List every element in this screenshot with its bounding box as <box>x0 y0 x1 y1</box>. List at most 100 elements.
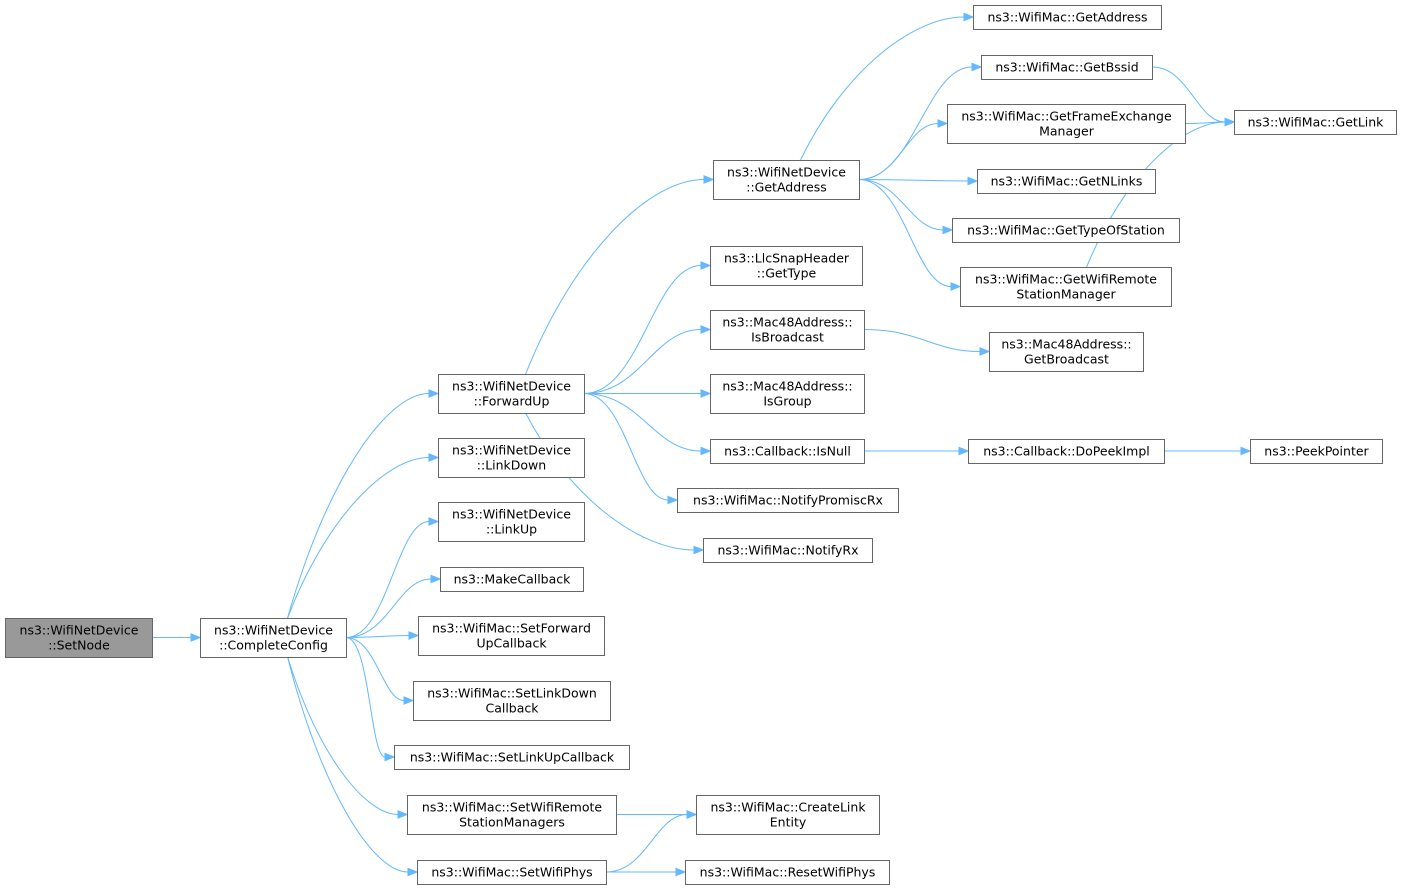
call-edge-forwardup-to-netdevice-getaddress <box>525 175 715 375</box>
node-label-line: ::ForwardUp <box>474 394 550 409</box>
call-edge-completeconfig-to-setlinkdowncallback <box>345 637 415 705</box>
call-edge-setwifiphys-to-resetwifiphys <box>606 867 687 877</box>
node-box <box>989 332 1144 372</box>
edge-arrowhead <box>403 696 415 705</box>
node-box <box>973 5 1162 30</box>
edge-line <box>287 656 399 815</box>
node-setlinkupcallback[interactable]: ns3::WifiMac::SetLinkUpCallback <box>394 745 630 770</box>
call-edge-completeconfig-to-linkdown <box>287 453 440 619</box>
call-edge-completeconfig-to-makecallback <box>345 574 442 638</box>
node-getnlinks[interactable]: ns3::WifiMac::GetNLinks <box>977 169 1156 194</box>
node-label-line: ns3::Mac48Address:: <box>722 379 852 394</box>
node-box <box>981 55 1153 80</box>
node-box <box>947 104 1186 144</box>
node-label-line: ::LinkUp <box>486 522 537 537</box>
node-label-line: ::GetType <box>757 266 817 281</box>
node-label-line: ns3::MakeCallback <box>454 572 572 587</box>
edge-arrowhead <box>703 175 715 184</box>
node-linkup[interactable]: ns3::WifiNetDevice::LinkUp <box>438 502 585 542</box>
edge-arrowhead <box>397 810 409 819</box>
edge-arrowhead <box>700 261 712 270</box>
edge-arrowhead <box>407 867 419 877</box>
node-forwardup[interactable]: ns3::WifiNetDevice::ForwardUp <box>438 374 585 414</box>
edge-line <box>583 265 702 394</box>
edge-arrowhead <box>937 119 949 128</box>
node-dopeekimpl[interactable]: ns3::Callback::DoPeekImpl <box>968 439 1165 464</box>
edge-arrowhead <box>963 12 975 22</box>
edge-line <box>858 179 952 287</box>
node-netdevice-getaddress[interactable]: ns3::WifiNetDevice::GetAddress <box>713 160 860 200</box>
node-label-line: ns3::WifiMac::SetForward <box>432 621 591 636</box>
call-edge-setnode-to-completeconfig <box>152 633 202 642</box>
call-edge-completeconfig-to-linkup <box>345 517 440 638</box>
node-label-line: UpCallback <box>476 636 547 651</box>
call-edge-completeconfig-to-setlinkupcallback <box>345 637 396 762</box>
edge-arrowhead <box>1224 117 1236 127</box>
node-label-line: ns3::WifiNetDevice <box>20 623 139 638</box>
node-box <box>677 488 899 513</box>
node-notifypromiscrx[interactable]: ns3::WifiMac::NotifyPromiscRx <box>677 488 899 513</box>
node-label-line: IsBroadcast <box>751 330 824 345</box>
node-getlink[interactable]: ns3::WifiMac::GetLink <box>1234 110 1397 135</box>
node-isnull[interactable]: ns3::Callback::IsNull <box>710 439 865 464</box>
node-label-line: GetBroadcast <box>1024 352 1109 367</box>
node-box <box>710 374 865 414</box>
edge-arrowhead <box>428 517 440 526</box>
node-box <box>438 374 585 414</box>
node-setwifiphys[interactable]: ns3::WifiMac::SetWifiPhys <box>417 860 607 885</box>
node-getbssid[interactable]: ns3::WifiMac::GetBssid <box>981 55 1153 80</box>
edge-arrowhead <box>700 325 712 334</box>
call-edge-netdevice-getaddress-to-getwifiremotestationmanager <box>858 179 962 291</box>
edge-line <box>287 393 430 619</box>
node-label-line: ns3::WifiMac::SetLinkUpCallback <box>410 750 615 765</box>
node-label-line: ns3::WifiMac::GetNLinks <box>991 174 1143 189</box>
node-mac-getaddress[interactable]: ns3::WifiMac::GetAddress <box>973 5 1162 30</box>
node-box <box>417 860 607 885</box>
call-edge-completeconfig-to-forwardup <box>287 389 440 619</box>
call-edge-completeconfig-to-setforwardupcallback <box>345 631 420 640</box>
call-edge-dopeekimpl-to-peekpointer <box>1163 446 1252 456</box>
node-box <box>5 618 153 658</box>
node-label-line: ns3::WifiMac::GetLink <box>1248 115 1385 130</box>
node-isbroadcast[interactable]: ns3::Mac48Address::IsBroadcast <box>710 310 865 350</box>
node-getwifiremotestationmanager[interactable]: ns3::WifiMac::GetWifiRemoteStationManage… <box>960 267 1172 307</box>
call-edge-isbroadcast-to-getbroadcast <box>863 329 991 356</box>
edge-line <box>345 635 410 638</box>
node-box <box>703 538 873 563</box>
edge-arrowhead <box>1240 446 1252 456</box>
edge-line <box>858 179 944 231</box>
node-box <box>696 795 880 835</box>
node-setwifiremotestationmanagers[interactable]: ns3::WifiMac::SetWifiRemoteStationManage… <box>407 795 617 835</box>
node-label-line: ns3::WifiMac::NotifyRx <box>717 543 858 558</box>
node-setnode: ns3::WifiNetDevice::SetNode <box>5 618 153 658</box>
call-edge-forwardup-to-isnull <box>583 393 712 456</box>
edge-arrowhead <box>942 225 954 235</box>
node-notifyrx[interactable]: ns3::WifiMac::NotifyRx <box>703 538 873 563</box>
node-label-line: ns3::LlcSnapHeader <box>724 251 850 266</box>
node-label-line: StationManager <box>1016 287 1116 302</box>
edge-arrowhead <box>675 867 687 877</box>
node-gettypeofstation[interactable]: ns3::WifiMac::GetTypeOfStation <box>952 218 1180 243</box>
node-box <box>418 616 605 656</box>
edge-arrowhead <box>967 176 979 186</box>
node-box <box>200 618 347 658</box>
node-completeconfig[interactable]: ns3::WifiNetDevice::CompleteConfig <box>200 618 347 658</box>
node-makecallback[interactable]: ns3::MakeCallback <box>440 567 584 592</box>
node-linkdown[interactable]: ns3::WifiNetDevice::LinkDown <box>438 438 585 478</box>
node-resetwifiphys[interactable]: ns3::WifiMac::ResetWifiPhys <box>685 860 890 885</box>
edges-layer <box>152 12 1252 877</box>
node-llcsnap-gettype[interactable]: ns3::LlcSnapHeader::GetType <box>710 246 863 286</box>
node-getbroadcast[interactable]: ns3::Mac48Address::GetBroadcast <box>989 332 1144 372</box>
node-peekpointer[interactable]: ns3::PeekPointer <box>1250 439 1383 464</box>
node-label-line: ns3::WifiMac::ResetWifiPhys <box>700 865 876 880</box>
edge-line <box>800 16 965 161</box>
edge-line <box>858 179 969 182</box>
call-edge-netdevice-getaddress-to-gettypeofstation <box>858 179 954 235</box>
call-edge-forwardup-to-isgroup <box>584 389 712 398</box>
node-isgroup[interactable]: ns3::Mac48Address::IsGroup <box>710 374 865 414</box>
